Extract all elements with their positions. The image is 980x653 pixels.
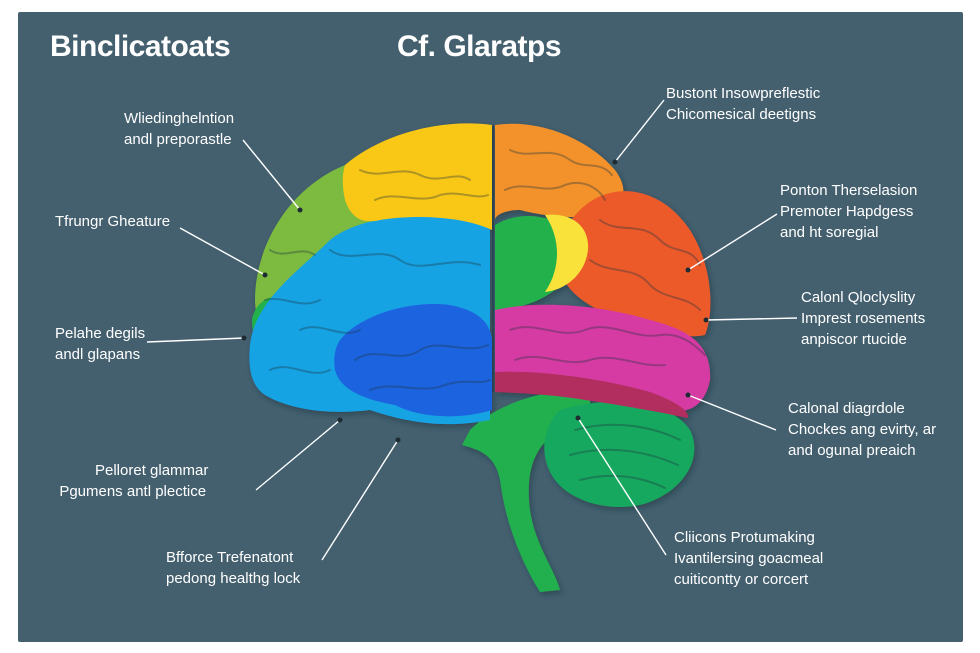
title-center: Cf. Glaratps	[397, 30, 562, 63]
label-l5: Bfforce Trefenatont pedong healthg lock	[166, 547, 300, 589]
cerebellum	[544, 401, 695, 508]
label-line: and ogunal preaich	[788, 442, 916, 459]
label-line: Ivantilersing goacmeal	[674, 550, 824, 567]
label-line: Bustont Insowpreflestic	[666, 85, 821, 102]
diagram-panel	[18, 12, 963, 642]
label-line: Chicomesical deetigns	[666, 106, 817, 123]
label-l1: Wliedinghelntion andl preporastle	[124, 108, 234, 150]
leader-lines	[146, 99, 798, 561]
label-line: cuiticontty or corcert	[674, 571, 809, 588]
label-line: Ponton Therselasion	[780, 182, 918, 199]
label-line: Pgumens antl plectice	[59, 483, 207, 500]
title-left: Binclicatoats	[50, 30, 231, 63]
region-right-orange	[495, 123, 624, 220]
label-line: Bfforce Trefenatont	[166, 549, 294, 566]
label-line: Pelloret glammar	[95, 462, 209, 479]
label-r1: Bustont Insowpreflestic Chicomesical dee…	[666, 83, 820, 125]
label-r4: Calonal diagrdole Chockes ang evirty, ar…	[788, 398, 936, 461]
label-line: Pelahe degils	[55, 325, 146, 342]
label-line: Imprest rosements	[801, 310, 926, 327]
label-line: and ht soregial	[780, 224, 879, 241]
gyri-lines	[264, 149, 706, 489]
label-line: Calonal diagrdole	[788, 400, 905, 417]
label-l2: Tfrungr Gheature	[55, 211, 170, 232]
region-right-red	[558, 191, 711, 337]
region-right-yellow	[545, 214, 589, 292]
label-line: pedong healthg lock	[166, 570, 301, 587]
region-frontal-yellow	[342, 123, 492, 230]
label-line: Calonl Qloclyslity	[801, 289, 916, 306]
label-line: Premoter Hapdgess	[780, 203, 914, 220]
leader-dots	[241, 159, 709, 443]
label-line: andl preporastle	[124, 131, 232, 148]
label-r3: Calonl Qloclyslity Imprest rosements anp…	[801, 287, 925, 350]
label-l3: Pelahe degils andl glapans	[55, 323, 145, 365]
region-left-blue-dark	[334, 304, 492, 417]
label-l4: Pelloret glammar Pgumens antl plectice	[59, 460, 209, 502]
label-line: anpiscor rtucide	[801, 331, 907, 348]
region-right-temporal-band	[495, 371, 689, 418]
label-line: andl glapans	[55, 346, 141, 363]
label-r2: Ponton Therselasion Premoter Hapdgess an…	[780, 180, 917, 243]
label-r5: Cliicons Protumaking Ivantilersing goacm…	[674, 527, 823, 590]
brainstem	[462, 391, 591, 592]
label-line: Cliicons Protumaking	[674, 529, 815, 546]
label-line: Wliedinghelntion	[124, 110, 235, 127]
label-line: Chockes ang evirty, ar	[788, 421, 937, 438]
label-line: Tfrungr Gheature	[55, 213, 171, 230]
